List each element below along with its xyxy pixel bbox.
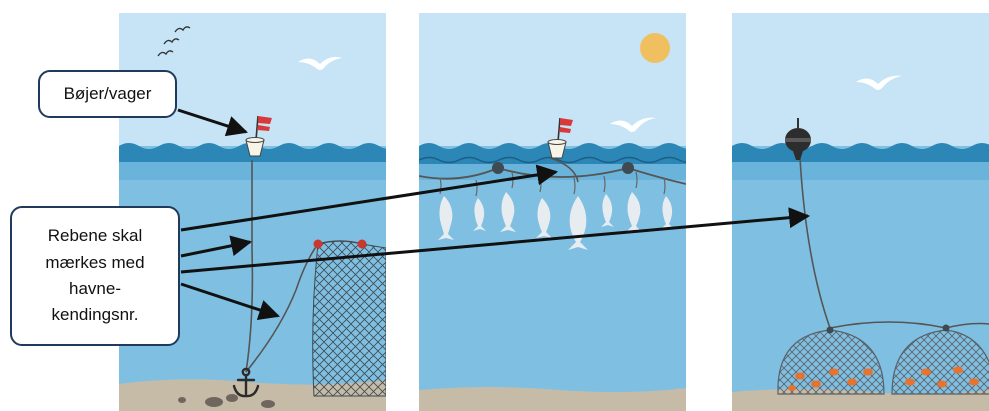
crab-icon [795,373,805,380]
rope-callout-line-1: Rebene skal [45,223,144,249]
sky [732,13,989,146]
sun-icon [640,33,670,63]
gill-net [313,241,386,396]
rope-callout-line-2: mærkes med [45,250,144,276]
line-float [492,162,504,174]
line-float [622,162,634,174]
buoys-callout-text: Bøjer/vager [64,84,152,104]
crab-icon [863,369,873,376]
crab-icon [788,385,796,391]
buoys-callout: Bøjer/vager [38,70,177,118]
fishing-line-panel [419,13,699,411]
crab-icon [829,369,839,376]
rope-marking-callout: Rebene skal mærkes med havne- kendingsnr… [10,206,180,346]
trap-float [943,325,950,332]
rope-callout-line-4: kendingsnr. [45,302,144,328]
sky [419,13,686,146]
crab-icon [937,381,947,388]
trap-float [827,327,834,334]
crab-icon [847,379,857,386]
net-float [314,240,323,249]
crab-icon [811,381,821,388]
crab-icon [969,379,979,386]
crab-icon [905,379,915,386]
water-shade [732,162,989,180]
net-float [358,240,367,249]
crab-icon [921,369,931,376]
crab-icon [953,367,963,374]
crab-trap-panel [732,13,989,411]
rope-callout-line-3: havne- [45,276,144,302]
